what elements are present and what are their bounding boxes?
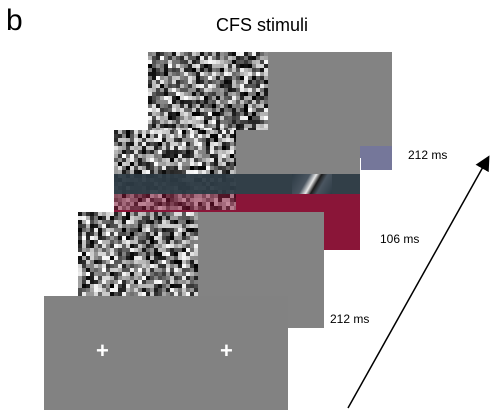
figure-title: CFS stimuli <box>216 15 309 35</box>
duration-label-middle: 106 ms <box>380 232 420 246</box>
panel-label: b <box>6 4 23 37</box>
fixation-cross-right: + <box>220 338 233 363</box>
grating-target <box>292 174 332 194</box>
color-stripe-extension <box>361 150 392 170</box>
duration-label-top: 212 ms <box>408 148 448 162</box>
duration-label-bottom: 212 ms <box>330 312 370 326</box>
fixation-cross-left: + <box>96 338 109 363</box>
red-stripe-noise <box>114 194 238 210</box>
fixation-frame: + + <box>44 296 288 410</box>
noise-mask <box>78 212 198 328</box>
